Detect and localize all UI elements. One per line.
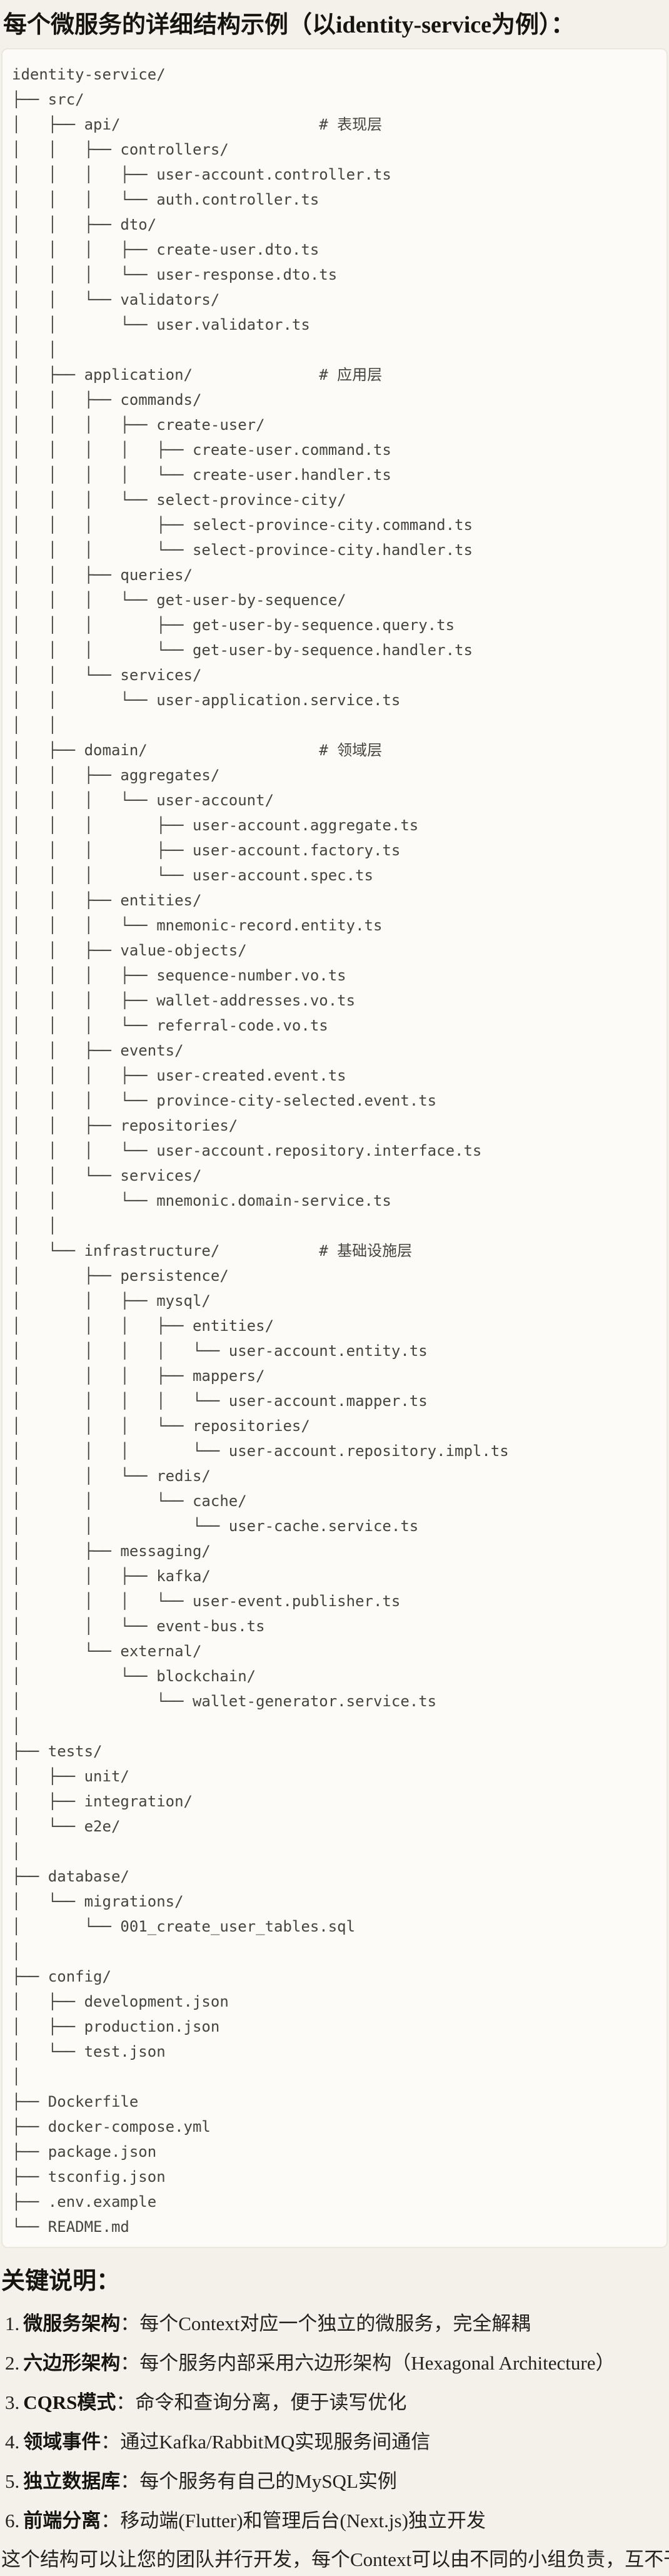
closing-paragraph: 这个结构可以让您的团队并行开发，每个Context可以由不同的小组负责，互不干扰… [1,2548,669,2570]
note-term: 微服务架构 [23,2313,121,2334]
note-term: 前端分离 [23,2510,101,2532]
note-item: 1.微服务架构：每个Context对应一个独立的微服务，完全解耦 [1,2311,664,2337]
note-text: ：每个服务有自己的MySQL实例 [120,2470,397,2492]
notes-heading: 关键说明： [1,2268,121,2294]
note-number: 4. [5,2431,20,2453]
code-block: identity-service/ ├── src/ │ ├── api/ # … [1,48,668,2248]
note-term: 六边形架构 [23,2352,121,2374]
note-text: ：命令和查询分离，便于读写优化 [116,2391,407,2413]
note-number: 6. [5,2510,20,2532]
note-text: ：通过Kafka/RabbitMQ实现服务间通信 [101,2431,431,2453]
note-number: 1. [5,2313,20,2334]
note-item: 2.六边形架构：每个服务内部采用六边形架构（Hexagonal Architec… [1,2350,664,2376]
notes-section: 关键说明： 1.微服务架构：每个Context对应一个独立的微服务，完全解耦 2… [0,2266,669,2573]
note-item: 4.领域事件：通过Kafka/RabbitMQ实现服务间通信 [1,2429,664,2455]
note-item: 6.前端分离：移动端(Flutter)和管理后台(Next.js)独立开发 [1,2508,664,2534]
note-item: 5.独立数据库：每个服务有自己的MySQL实例 [1,2468,664,2495]
page-title: 每个微服务的详细结构示例（以identity-service为例）： [3,12,575,38]
note-term: CQRS模式 [23,2391,116,2413]
note-number: 5. [5,2470,20,2492]
note-item: 3.CQRS模式：命令和查询分离，便于读写优化 [1,2390,664,2416]
note-number: 3. [5,2391,20,2413]
directory-tree: identity-service/ ├── src/ │ ├── api/ # … [12,66,509,2236]
note-term: 独立数据库 [23,2470,121,2492]
note-number: 2. [5,2352,20,2374]
note-text: ：每个Context对应一个独立的微服务，完全解耦 [120,2313,531,2334]
note-term: 领域事件 [23,2431,101,2453]
note-text: ：每个服务内部采用六边形架构（Hexagonal Architecture） [120,2352,615,2374]
note-text: ：移动端(Flutter)和管理后台(Next.js)独立开发 [101,2510,486,2532]
